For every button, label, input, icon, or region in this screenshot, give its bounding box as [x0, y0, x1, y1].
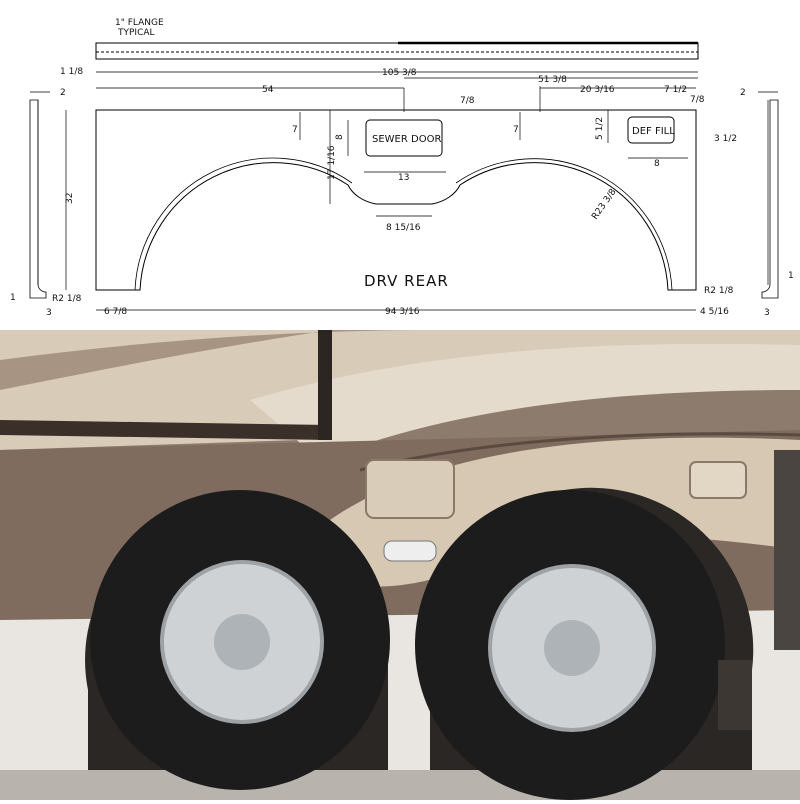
arch-inner-right	[455, 158, 673, 291]
dim-panel-height: 32	[65, 193, 75, 204]
dim-arch-top-left: 7	[292, 125, 298, 135]
dim-sewer-top: 7/8	[460, 96, 475, 106]
dim-def-right: 3 1/2	[714, 134, 737, 144]
sewer-door-label: SEWER DOOR	[372, 134, 441, 145]
dim-profile-bottom-left: 3	[46, 308, 52, 318]
dim-bridge-width: 8 15/16	[386, 223, 421, 233]
right-profile	[761, 99, 779, 299]
def-fill-label: DEF FILL	[632, 126, 675, 137]
dim-center-height: 17 1/16	[327, 145, 337, 180]
dim-def-height: 5 1/2	[595, 117, 605, 140]
dim-profile-lip-right: 1	[788, 271, 794, 281]
dim-profile-width-left: 2	[60, 88, 66, 98]
sewer-door-box	[365, 119, 443, 157]
dim-left-to-center: 54	[262, 85, 274, 95]
dim-profile-lip-left: 1	[10, 293, 16, 303]
dim-bottom-length: 94 3/16	[385, 307, 420, 317]
dim-right-leg: 4 5/16	[700, 307, 729, 317]
dim-profile-width-right: 2	[740, 88, 746, 98]
dim-flange-offset: 1 1/8	[60, 67, 83, 77]
arch-inner-left	[134, 157, 353, 291]
dim-right-end: 7 1/2	[664, 85, 687, 95]
dim-def-width: 8	[654, 159, 660, 169]
rv-photo	[0, 330, 800, 800]
drawing-title: DRV REAR	[364, 272, 449, 290]
dim-profile-bottom-right: 3	[764, 308, 770, 318]
technical-drawing: 1" FLANGE TYPICAL 1 1/8 105 3/8 54 51 3/…	[0, 0, 800, 330]
flange-note: 1" FLANGE	[115, 18, 164, 28]
panel-outline	[95, 109, 697, 291]
def-fill-box	[627, 116, 675, 144]
dim-right-fillet: R2 1/8	[704, 286, 734, 296]
dim-left-leg: 6 7/8	[104, 307, 127, 317]
dim-sewer-width: 13	[398, 173, 409, 183]
flange-strip	[95, 42, 699, 60]
dim-overall-length: 105 3/8	[382, 68, 417, 78]
dim-def-offset: 20 3/16	[580, 85, 615, 95]
dim-sewer-height: 8	[335, 134, 345, 140]
flange-note-2: TYPICAL	[117, 28, 155, 38]
dim-arch-top-right: 7	[513, 125, 519, 135]
dim-left-fillet: R2 1/8	[52, 294, 82, 304]
left-profile	[29, 99, 47, 299]
dim-right-small-top: 7/8	[690, 95, 705, 105]
dim-right-segment: 51 3/8	[538, 75, 567, 85]
drawing-svg: 1" FLANGE TYPICAL 1 1/8 105 3/8 54 51 3/…	[10, 18, 794, 318]
dim-arch-radius: R23 3/8	[590, 187, 618, 222]
rv-photo-svg	[0, 330, 800, 800]
